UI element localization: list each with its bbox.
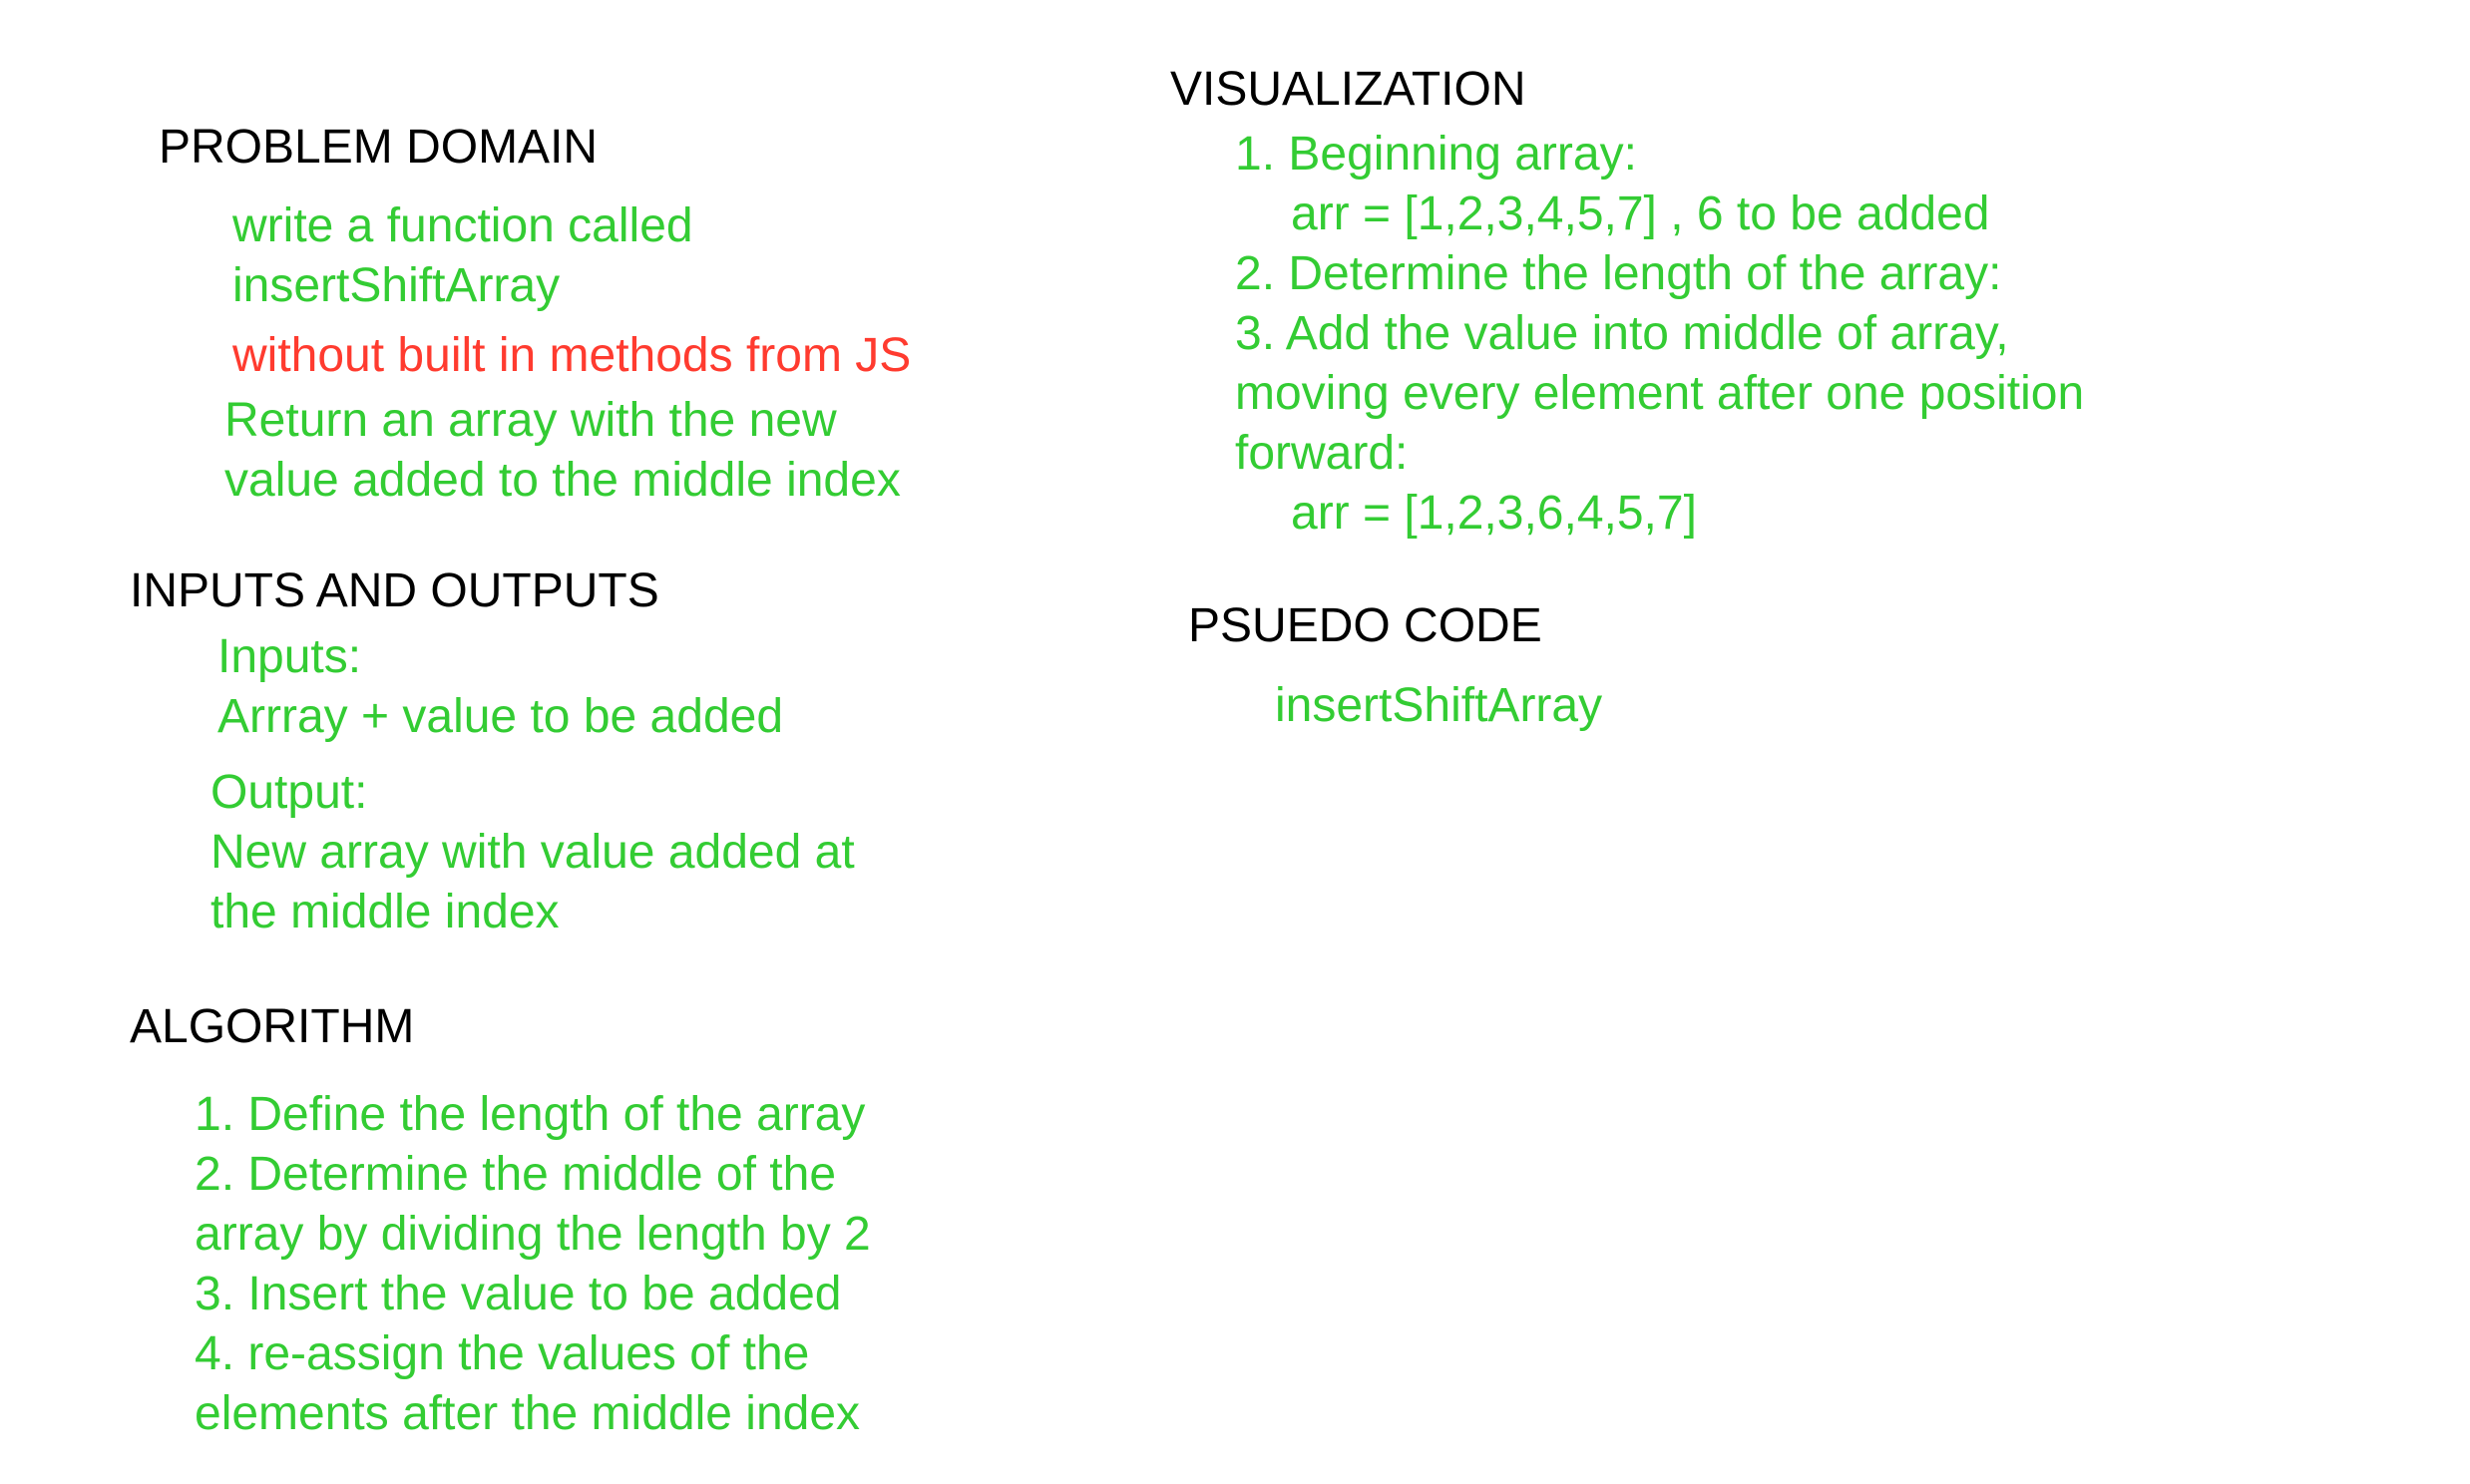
visualization-step-3-forward: forward: — [1235, 427, 1409, 480]
pseudo-code-line-1: insertShiftArray — [1275, 679, 1603, 732]
visualization-result-array: arr = [1,2,3,6,4,5,7] — [1291, 487, 1697, 540]
pseudo-code-heading: PSUEDO CODE — [1188, 599, 1542, 652]
problem-domain-line-4: value added to the middle index — [224, 454, 901, 507]
visualization-step-3-cont: moving every element after one position — [1235, 367, 2085, 420]
inputs-label: Inputs: — [217, 630, 362, 683]
algorithm-step-2: 2. Determine the middle of the — [195, 1148, 837, 1201]
visualization-step-1: 1. Beginning array: — [1235, 128, 1637, 181]
problem-domain-line-2: insertShiftArray — [232, 259, 561, 312]
output-line-2: the middle index — [210, 886, 560, 938]
algorithm-step-3: 3. Insert the value to be added — [195, 1268, 842, 1320]
output-label: Output: — [210, 766, 368, 819]
algorithm-step-4: 4. re-assign the values of the — [195, 1327, 810, 1380]
problem-domain-line-1: write a function called — [232, 199, 693, 252]
inputs-outputs-heading: INPUTS AND OUTPUTS — [130, 564, 659, 617]
visualization-step-2: 2. Determine the length of the array: — [1235, 247, 2002, 300]
algorithm-heading: ALGORITHM — [130, 1000, 415, 1053]
algorithm-step-4-cont: elements after the middle index — [195, 1387, 861, 1440]
visualization-beginning-array: arr = [1,2,3,4,5,7] , 6 to be added — [1291, 187, 1990, 240]
inputs-value: Arrray + value to be added — [217, 690, 784, 743]
algorithm-step-2-cont: array by dividing the length by 2 — [195, 1208, 871, 1261]
visualization-step-3: 3. Add the value into middle of array, — [1235, 307, 2009, 360]
output-line-1: New array with value added at — [210, 826, 855, 879]
problem-domain-line-3: Return an array with the new — [224, 394, 837, 447]
problem-domain-constraint: without built in methods from JS — [232, 329, 912, 382]
algorithm-step-1: 1. Define the length of the array — [195, 1088, 866, 1141]
visualization-heading: VISUALIZATION — [1170, 63, 1526, 116]
problem-domain-heading: PROBLEM DOMAIN — [159, 121, 599, 174]
